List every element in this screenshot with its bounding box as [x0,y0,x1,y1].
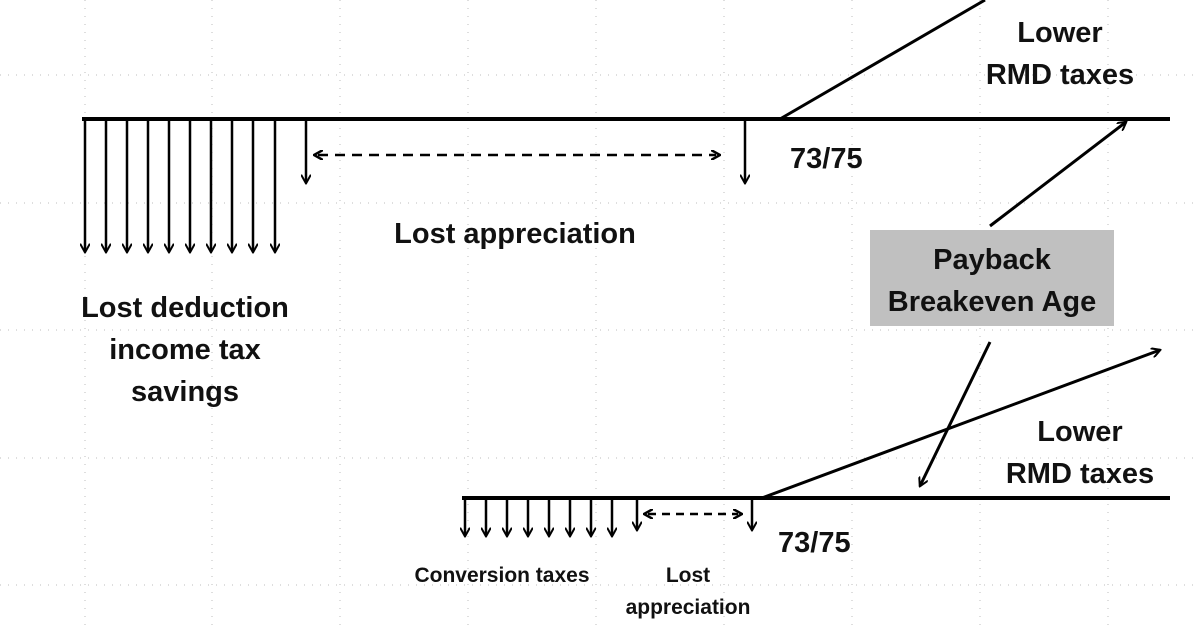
lost-deduction-label-line2: income tax [109,334,261,366]
top-age-label: 73/75 [790,143,863,175]
bottom-timeline: Lower RMD taxes 73/75 Conversion taxes L… [414,350,1170,619]
payback-pointer-top [989,122,1126,228]
payback-label-line1: Payback [933,244,1052,276]
top-rmd-label-line2: RMD taxes [986,59,1134,91]
bottom-rmd-label-line1: Lower [1037,416,1122,448]
payback-breakeven-callout: Payback Breakeven Age [870,122,1126,486]
bottom-age-label: 73/75 [778,527,851,559]
top-rmd-label-line1: Lower [1017,17,1102,49]
lost-deduction-label-line1: Lost deduction [81,292,289,324]
bottom-rmd-label-line2: RMD taxes [1006,458,1154,490]
lost-deduction-label-line3: savings [131,376,239,408]
top-timeline: Lower RMD taxes 73/75 Lost appreciation … [81,0,1170,408]
bottom-lost-appreciation-label-line1: Lost [666,564,710,587]
bottom-rmd-benefit-line [761,350,1160,500]
lost-deduction-arrows [85,119,275,252]
top-lost-appreciation-label: Lost appreciation [394,218,636,250]
payback-box [870,230,1114,326]
conversion-taxes-arrows [465,498,612,536]
top-rmd-benefit-line [779,0,986,121]
payback-pointer-bottom [920,341,992,486]
payback-label-line2: Breakeven Age [888,286,1096,318]
conversion-taxes-label: Conversion taxes [414,564,589,587]
bottom-lost-appreciation-label-line2: appreciation [626,596,751,619]
